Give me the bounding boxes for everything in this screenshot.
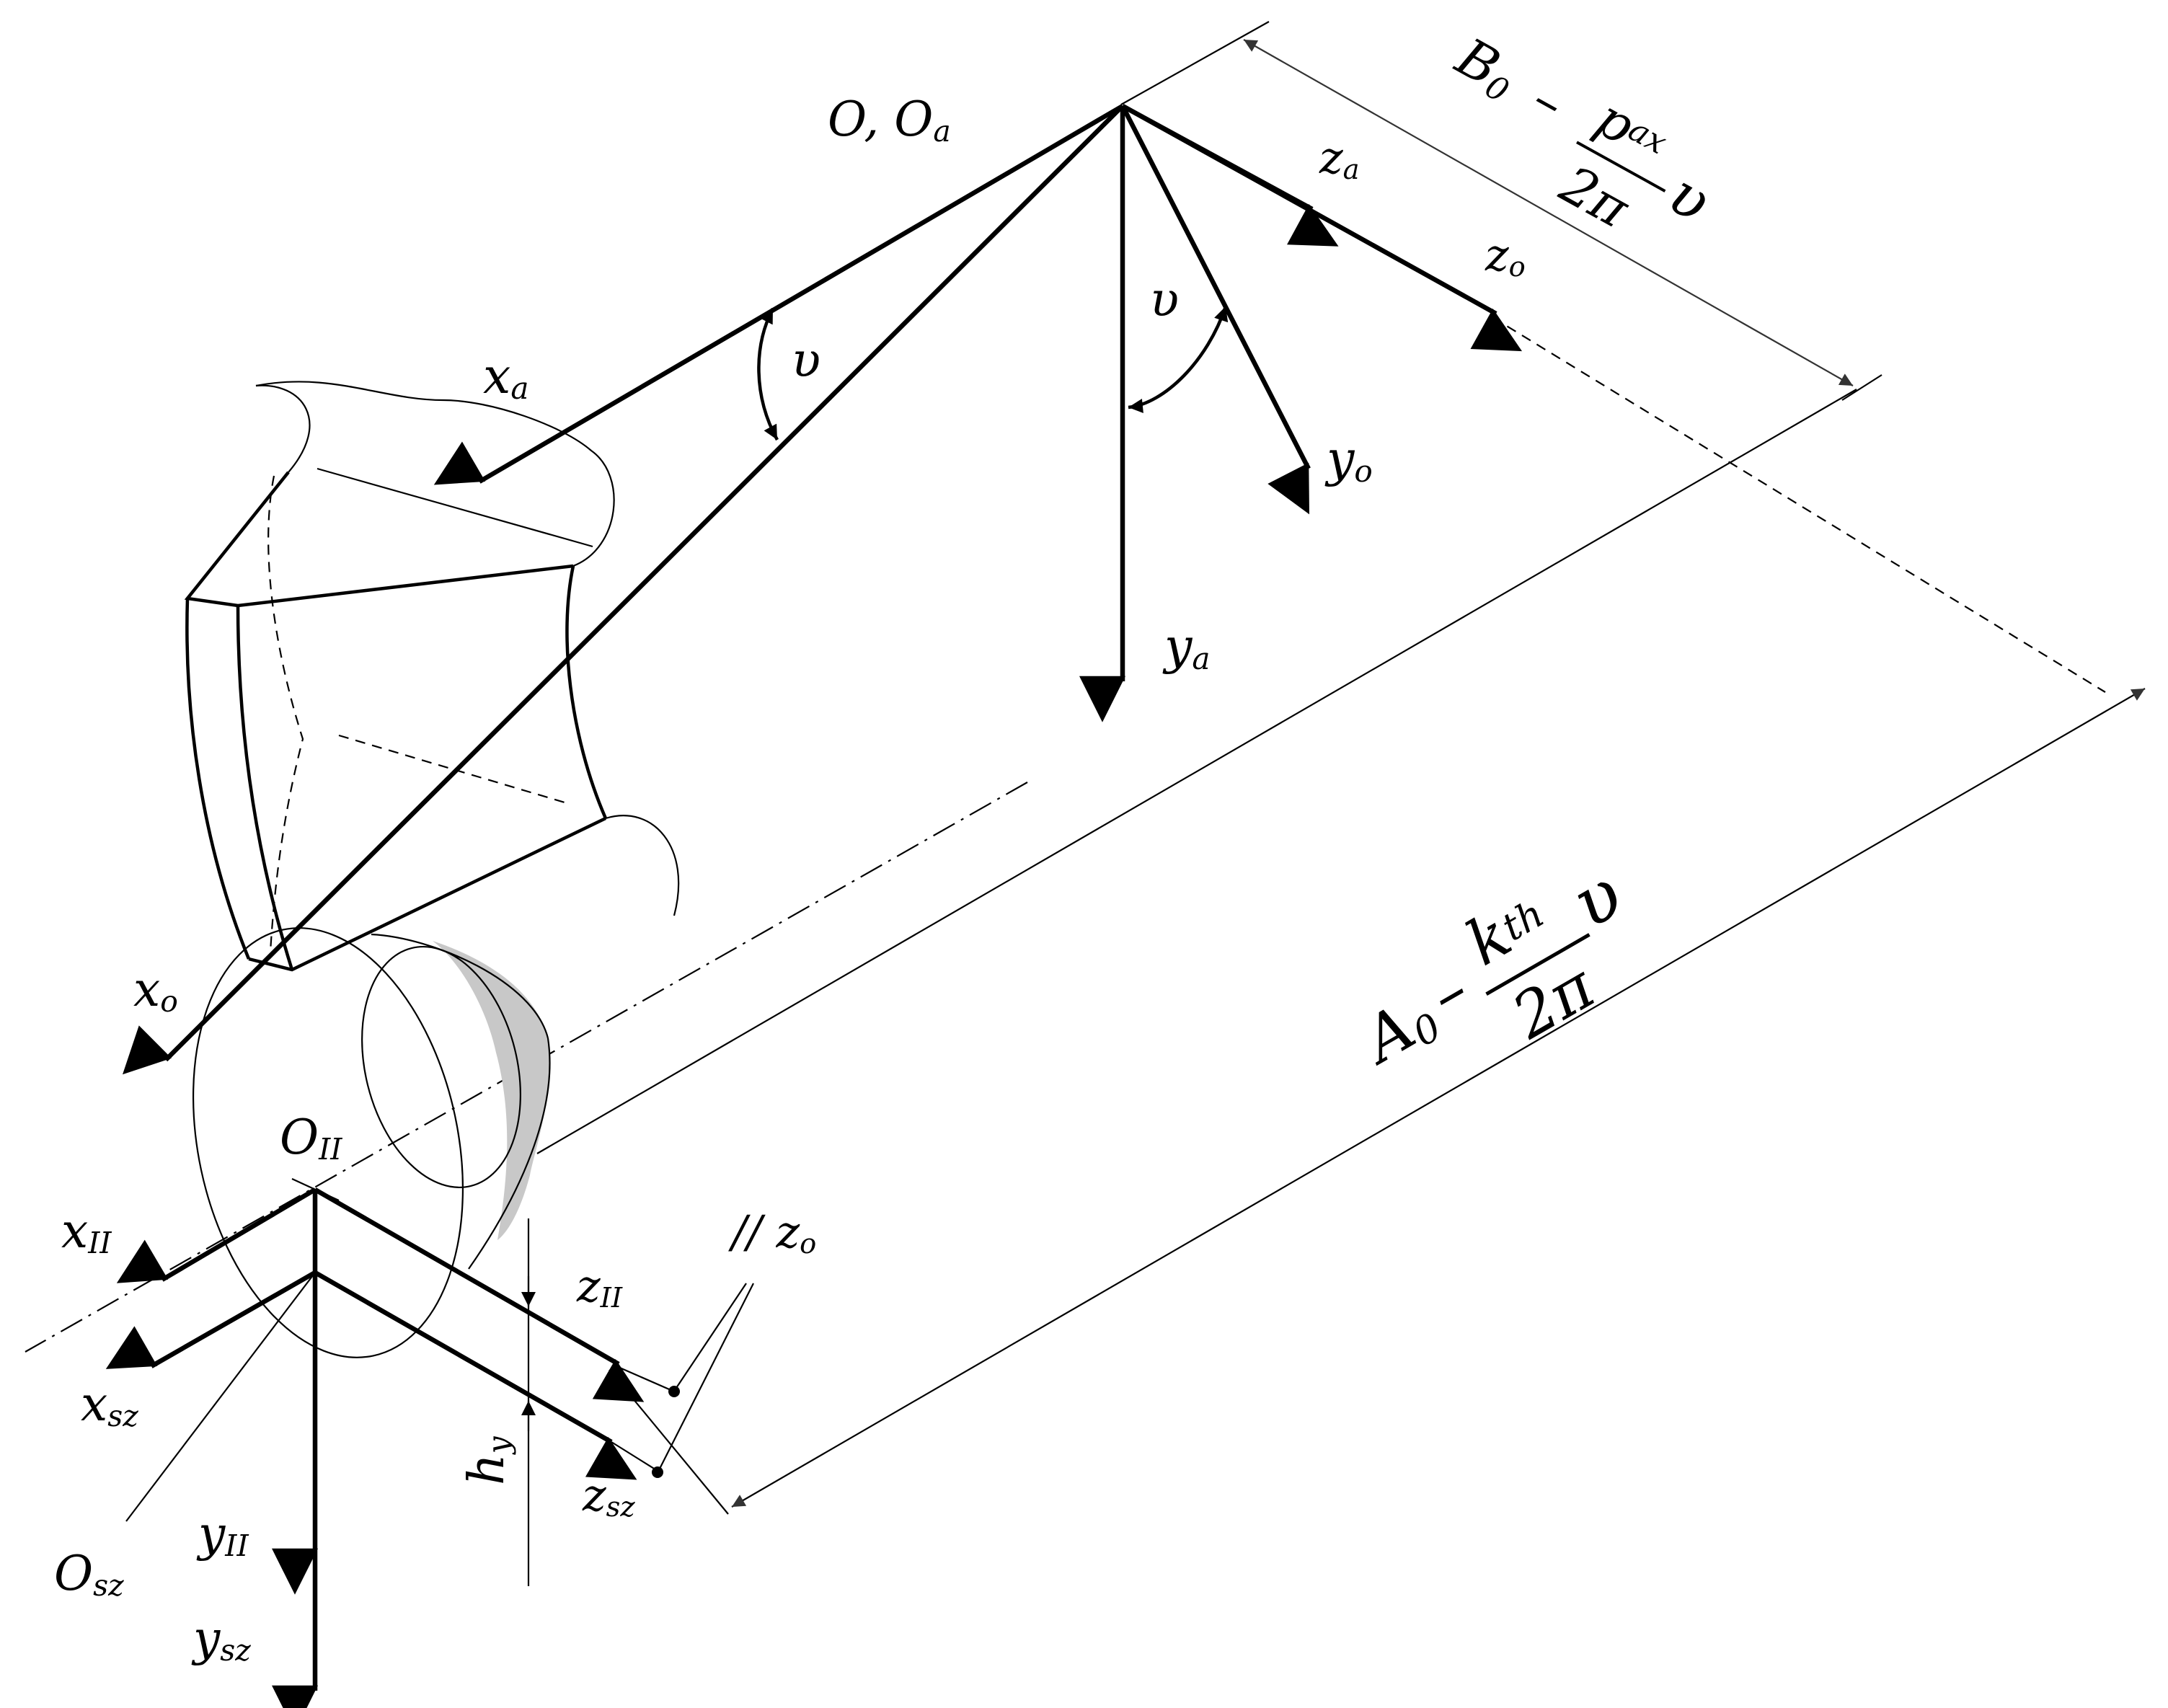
svg-text:2π: 2π <box>1500 950 1607 1053</box>
xsz-axis <box>105 1270 317 1369</box>
nu-top-label: υ <box>792 332 820 388</box>
xa-label: xa <box>483 348 529 406</box>
zo-label: zo <box>1485 229 1526 283</box>
xii-label: xII <box>61 1203 112 1260</box>
nu-right-label: υ <box>1150 272 1179 327</box>
xo-label: xo <box>133 962 178 1019</box>
top-extension-line <box>1120 21 1270 105</box>
angle-arc-top <box>757 307 779 441</box>
ya-label: ya <box>1162 619 1211 676</box>
axes-origin-o <box>123 104 1523 1075</box>
xii-axis <box>116 1187 317 1283</box>
axes-origin-oii <box>105 1178 754 1708</box>
svg-text:υ: υ <box>1559 853 1636 944</box>
zsz-axis <box>314 1270 637 1480</box>
osz-leader <box>125 1272 316 1522</box>
svg-text:υ: υ <box>1658 160 1722 236</box>
hy-label: hy <box>459 1435 516 1485</box>
a0-dimension-line <box>731 688 2146 1508</box>
za-label: za <box>1319 131 1360 186</box>
xsz-label: xsz <box>81 1376 138 1433</box>
zo-axis <box>1121 104 1523 352</box>
yii-label: yII <box>196 1506 249 1563</box>
zii-label: zII <box>576 1260 623 1314</box>
svg-text:2π: 2π <box>1550 154 1640 240</box>
b0-dimension-line <box>1243 39 1854 386</box>
parallel-zo-label: // zo <box>728 1205 816 1260</box>
long-guide-line <box>536 389 1857 1154</box>
zsz-label: zsz <box>582 1469 635 1523</box>
svg-text:kth: kth <box>1455 879 1558 981</box>
yo-axis <box>1120 105 1311 515</box>
zsz-point <box>652 1466 663 1478</box>
zo-dashed-extension <box>1492 317 2106 693</box>
osz-label: Osz <box>54 1546 124 1603</box>
svg-text:pax: pax <box>1586 87 1677 174</box>
origin-label: O, Oa <box>828 92 951 149</box>
ysz-label: ysz <box>191 1611 251 1668</box>
svg-text:–: – <box>1523 68 1575 134</box>
yo-label: yo <box>1324 431 1373 489</box>
b0-dimension-label: B0 – pax 2π υ <box>1444 25 1722 240</box>
angle-arc-right <box>1128 306 1229 413</box>
xo-axis <box>123 104 1125 1075</box>
zii-axis <box>314 1187 645 1402</box>
svg-text:B0: B0 <box>1444 25 1528 110</box>
a0-dimension-label: A0 – kth 2π υ <box>1348 853 1636 1079</box>
zii-point <box>668 1386 680 1397</box>
cutter-tooth <box>184 381 680 972</box>
cylinder-body <box>192 927 551 1358</box>
right-extension-line <box>1841 374 1882 401</box>
oii-label: OII <box>280 1110 342 1167</box>
xa-axis <box>433 104 1124 485</box>
